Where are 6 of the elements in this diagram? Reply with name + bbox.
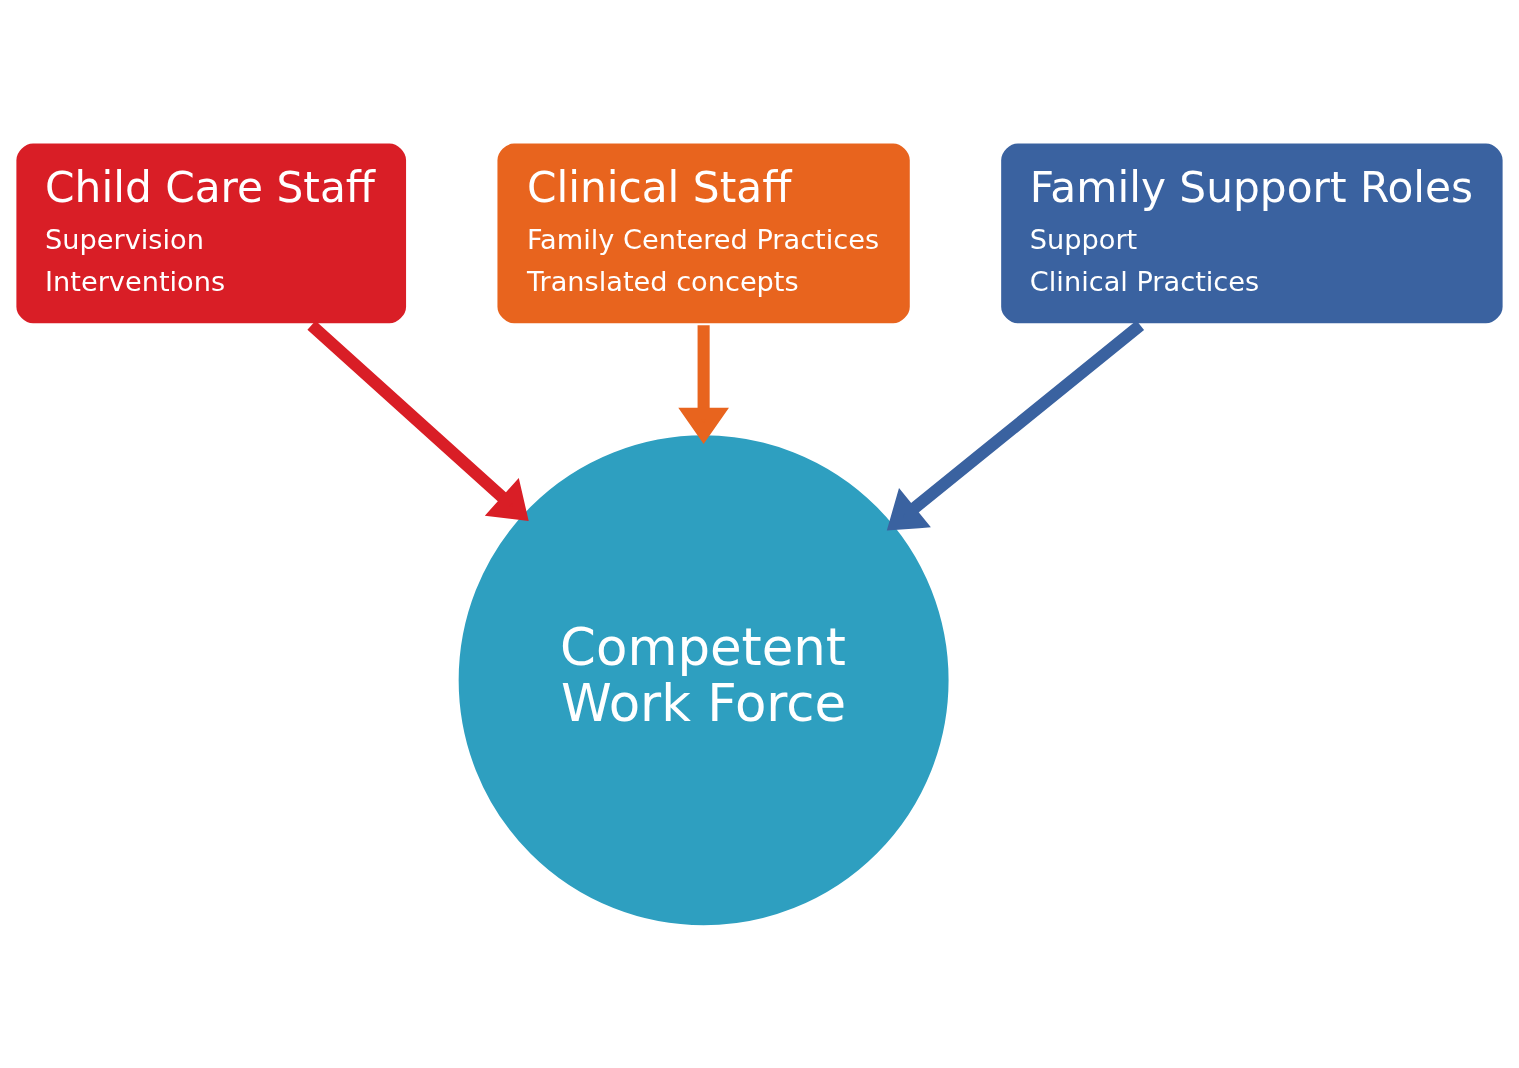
- arrow: [678, 324, 729, 444]
- arrow: [307, 320, 529, 521]
- node-box: Family Support Roles Support Clinical Practices: [998, 140, 1506, 326]
- arrow: [886, 320, 1145, 530]
- node-box: Clinical Staff Family Centered Practices Translated concepts: [494, 140, 913, 326]
- node-box: Child Care Staff Supervision Interventions: [13, 140, 410, 326]
